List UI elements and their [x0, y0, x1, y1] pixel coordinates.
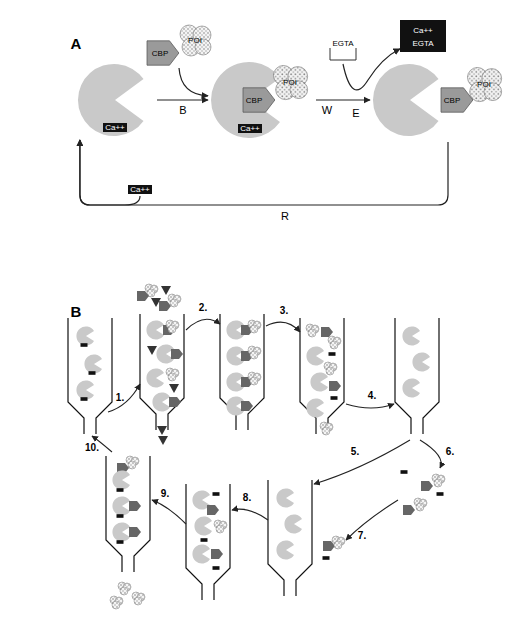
complex-group: CBP POI — [138, 20, 220, 68]
callout-number: 8. — [242, 492, 252, 504]
step-label: R — [280, 210, 290, 222]
column — [106, 456, 150, 572]
step-label: E — [351, 107, 360, 119]
complex-group: EGTA — [326, 36, 360, 64]
callout-number: 9. — [160, 488, 170, 500]
node-text: POI — [283, 78, 297, 87]
flow-arrow — [316, 99, 370, 100]
column — [186, 484, 230, 600]
column — [68, 318, 112, 434]
column — [268, 480, 312, 596]
node-text: Ca++ — [238, 124, 262, 133]
resin-bead — [78, 64, 144, 136]
callout-number: 4. — [367, 390, 377, 402]
protein-of-interest — [180, 25, 211, 56]
node-text: EGTA — [412, 39, 433, 48]
cbp-tag — [147, 41, 179, 65]
cbp-tag — [243, 88, 275, 112]
panel-letter: A — [70, 38, 83, 50]
node-text: CBP — [246, 96, 262, 105]
node-text: CBP — [444, 96, 460, 105]
callout-number: 7. — [357, 530, 367, 542]
protein-of-interest — [468, 68, 502, 102]
flow-arrow — [157, 99, 208, 100]
panel-b-art — [68, 256, 445, 609]
complex-group: CBP POI Ca++ — [208, 58, 316, 142]
node-text: CBP — [152, 49, 168, 58]
column — [300, 318, 344, 434]
node-text: Ca++ — [103, 123, 127, 132]
ion-box: Ca++ EGTA — [400, 20, 446, 52]
flow-arrow — [179, 68, 208, 96]
node-text: POI — [188, 36, 202, 45]
resin-bead — [373, 64, 439, 136]
column — [220, 314, 264, 430]
cbp-tag — [441, 88, 473, 112]
callout-number: 5. — [350, 446, 360, 458]
node-text: Ca++ — [413, 26, 433, 35]
callout-number: 3. — [279, 305, 289, 317]
egta-bracket — [330, 48, 356, 60]
node-text: EGTA — [332, 39, 353, 48]
column — [395, 318, 439, 434]
step-label: B — [178, 104, 187, 116]
ion-box: Ca++ — [126, 183, 154, 196]
callout-number: 6. — [445, 446, 455, 458]
protein-of-interest — [274, 66, 308, 100]
flow-arrow — [343, 49, 400, 90]
step-label: W — [321, 104, 333, 116]
flow-arrow — [80, 140, 448, 205]
callout-number: 2. — [198, 302, 208, 314]
complex-group: Ca++ — [75, 60, 157, 140]
complex-group: CBP POI — [370, 58, 500, 142]
callout-number: 1. — [115, 392, 125, 404]
resin-bead — [211, 62, 280, 138]
step-arrows — [92, 256, 441, 540]
panel-letter: B — [70, 306, 83, 318]
node-text: Ca++ — [128, 185, 152, 194]
column — [140, 314, 184, 430]
flow-arrow — [80, 140, 140, 205]
node-text: POI — [477, 80, 491, 89]
callout-number: 10. — [84, 442, 100, 454]
